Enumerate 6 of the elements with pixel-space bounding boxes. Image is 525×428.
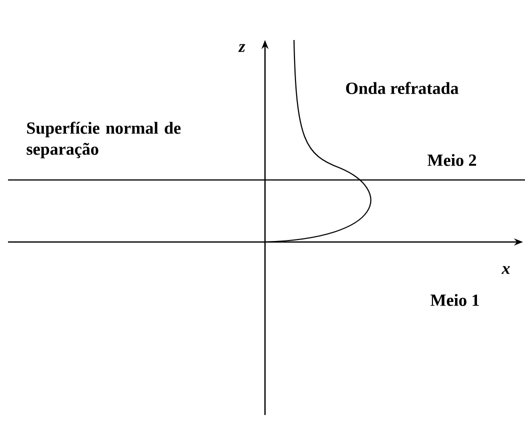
surface-label: Superfície normal de separação [26, 122, 181, 158]
medium-label: Meio 1 [430, 294, 479, 306]
medium-label: Meio 2 [428, 154, 476, 166]
axis-label: z [238, 44, 246, 52]
wave-label: Onda refratada [346, 82, 458, 94]
axis-label: x [502, 266, 510, 274]
